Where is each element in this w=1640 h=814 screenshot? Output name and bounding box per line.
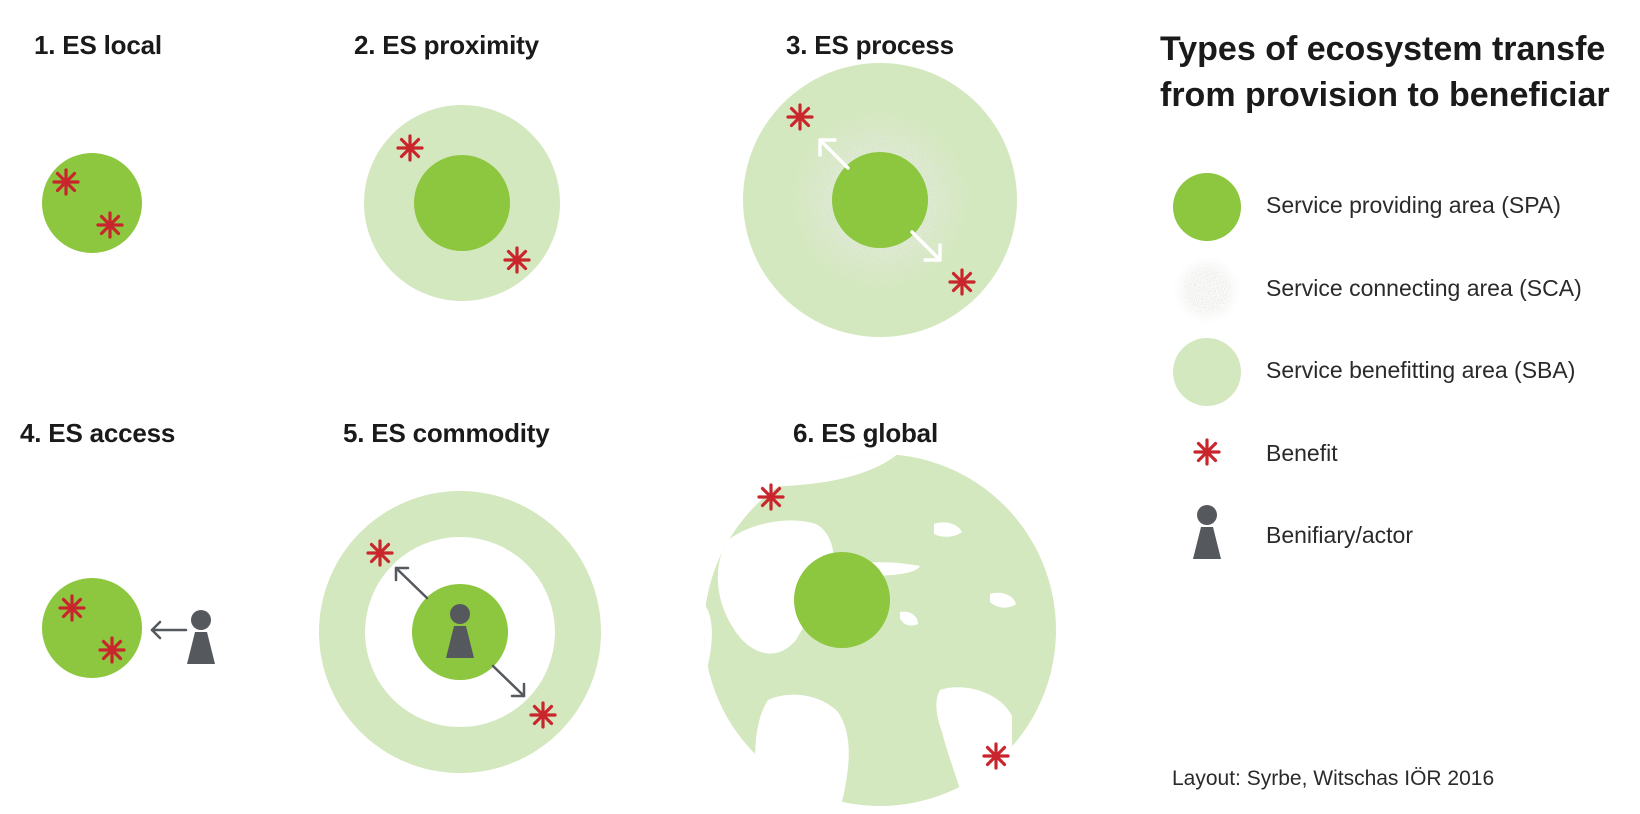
panel-es-process [743,63,1017,337]
legend-label-sca: Service connecting area (SCA) [1266,275,1582,301]
panel-title-es-commodity: 5. ES commodity [343,418,550,448]
access-arrow [150,620,188,640]
legend-sba-swatch [1173,338,1241,406]
panel-title-es-local: 1. ES local [34,30,162,60]
legend-spa-swatch [1173,173,1241,241]
panel-title-es-global: 6. ES global [793,418,938,448]
commodity-arrow [394,566,526,698]
legend-symbols [1172,173,1242,559]
beneficiary-icon [187,610,215,664]
panel-es-local [42,153,142,253]
process-arrow [818,138,942,262]
spa-circle [414,155,510,251]
panel-es-global [704,454,1056,806]
spa-circle [832,152,928,248]
main-title-line1: Types of ecosystem transfe [1160,30,1606,68]
main-title-line2: from provision to beneficiar [1160,76,1610,114]
panel-title-es-access: 4. ES access [20,418,176,448]
panel-es-proximity [364,105,560,301]
panel-es-access [42,578,215,678]
legend-benefit-icon [1193,438,1221,466]
spa-circle [42,153,142,253]
legend-label-benefit: Benefit [1266,440,1338,466]
legend-label-sba: Service benefitting area (SBA) [1266,357,1576,383]
panel-title-es-proximity: 2. ES proximity [354,30,539,60]
legend-label-beneficiary: Benifiary/actor [1266,522,1414,548]
panel-title-es-process: 3. ES process [786,30,954,60]
legend-label-spa: Service providing area (SPA) [1266,192,1561,218]
spa-circle [42,578,142,678]
sba-ring [319,491,601,773]
legend-beneficiary-icon [1193,505,1221,559]
spa-circle [794,552,890,648]
main-title: Types of ecosystem transfe from provisio… [1160,26,1610,118]
layout-credit: Layout: Syrbe, Witschas IÖR 2016 [1172,767,1495,790]
panel-es-commodity [319,491,601,773]
legend-sca-swatch [1172,255,1242,325]
